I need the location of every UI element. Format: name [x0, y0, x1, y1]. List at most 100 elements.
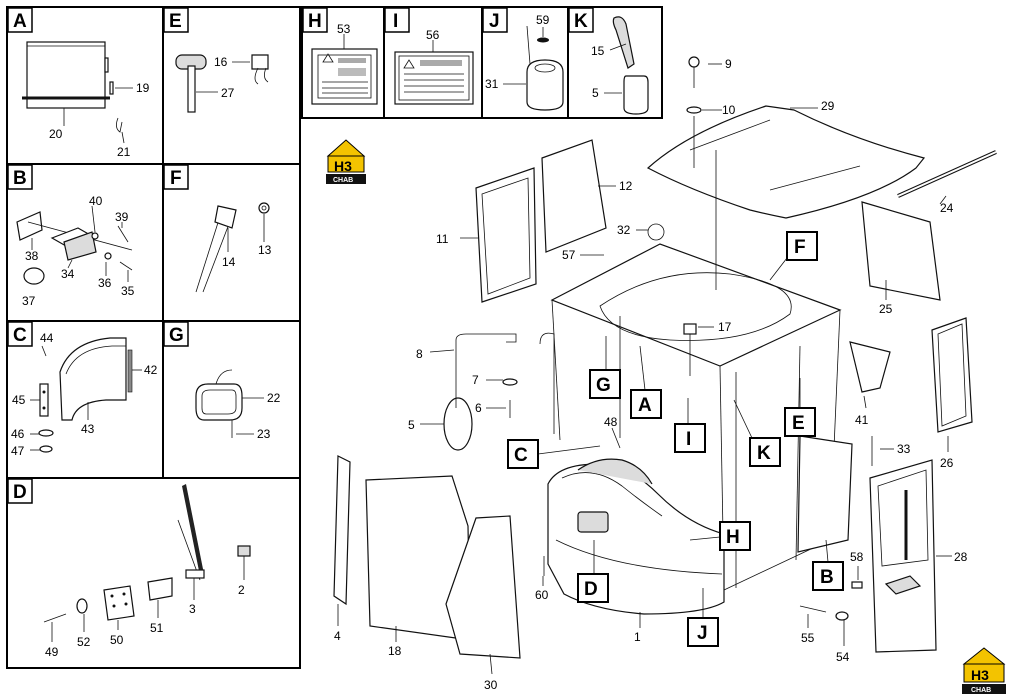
- label-4: 4: [334, 629, 341, 643]
- callout-J: J: [697, 623, 708, 644]
- label-57: 57: [562, 248, 576, 262]
- label-35: 35: [121, 284, 135, 298]
- label-5: 5: [592, 86, 599, 100]
- main-cab-assembly: 9 10 29 12 11 32 57 24 25 17 8 7 6 5 48 …: [333, 56, 997, 692]
- label-2: 2: [238, 583, 245, 597]
- label-11: 11: [436, 232, 449, 246]
- label-14: 14: [222, 255, 236, 269]
- label-3: 3: [189, 602, 196, 616]
- label-58: 58: [850, 550, 864, 564]
- label-41: 41: [855, 413, 869, 427]
- panel-letter-tags: A E H I J K B F C G D: [7, 7, 594, 504]
- label-25: 25: [879, 302, 893, 316]
- label-13: 13: [258, 243, 272, 257]
- panel-A-letter: A: [13, 11, 27, 32]
- panel-frames: [6, 6, 663, 669]
- label-21: 21: [117, 145, 131, 159]
- label-42: 42: [144, 363, 158, 377]
- label-47: 47: [11, 444, 25, 458]
- panel-G-mirror: 22 23: [195, 369, 281, 441]
- label-59: 59: [536, 13, 550, 27]
- label-17: 17: [718, 320, 732, 334]
- label-49: 49: [45, 645, 59, 659]
- panel-J-bottle: 59 31: [485, 13, 564, 111]
- callout-C: C: [514, 445, 528, 466]
- logo-corner: H3 CHAB: [962, 647, 1006, 694]
- label-52: 52: [77, 635, 91, 649]
- panel-J-letter: J: [489, 11, 500, 32]
- label-56: 56: [426, 28, 440, 42]
- panel-B-brackets: 40 39 38 34 37 36 35: [16, 194, 135, 308]
- panel-F-wiper-arm: 13 14: [195, 202, 272, 293]
- panel-K-lever: 15 5: [591, 16, 649, 115]
- label-46: 46: [11, 427, 25, 441]
- label-29: 29: [821, 99, 835, 113]
- label-6: 6: [475, 401, 482, 415]
- label-36: 36: [98, 276, 112, 290]
- label-34: 34: [61, 267, 75, 281]
- label-12: 12: [619, 179, 633, 193]
- panel-D-wiper: 2 3 49 52 50 51: [43, 484, 251, 659]
- label-15: 15: [591, 44, 605, 58]
- logo-corner-caption: CHAB: [971, 687, 991, 694]
- label-31: 31: [485, 77, 499, 91]
- label-8: 8: [416, 347, 423, 361]
- label-30: 30: [484, 678, 498, 692]
- logo-mid-mark: H3: [334, 158, 352, 174]
- label-37: 37: [22, 294, 36, 308]
- callout-A: A: [638, 395, 652, 416]
- label-53: 53: [337, 22, 351, 36]
- label-19: 19: [136, 81, 150, 95]
- label-18: 18: [388, 644, 402, 658]
- callout-I: I: [686, 429, 691, 450]
- label-45: 45: [12, 393, 26, 407]
- panel-K-letter: K: [574, 11, 588, 32]
- label-9: 9: [725, 57, 732, 71]
- panel-D-letter: D: [13, 482, 27, 503]
- label-28: 28: [954, 550, 968, 564]
- label-26: 26: [940, 456, 954, 470]
- panel-B-letter: B: [13, 168, 27, 189]
- label-39: 39: [115, 210, 129, 224]
- panel-E-hammer-hook: 16 27: [175, 54, 269, 113]
- logo-mid: H3 CHAB: [326, 139, 366, 184]
- label-44: 44: [40, 331, 54, 345]
- callout-H: H: [726, 527, 740, 548]
- label-43: 43: [81, 422, 95, 436]
- label-51: 51: [150, 621, 164, 635]
- label-22: 22: [267, 391, 281, 405]
- label-54: 54: [836, 650, 850, 664]
- panel-C-letter: C: [13, 325, 27, 346]
- panel-G-letter: G: [169, 325, 184, 346]
- label-60: 60: [535, 588, 549, 602]
- panel-H-letter: H: [308, 11, 322, 32]
- label-32: 32: [617, 223, 631, 237]
- callout-G: G: [596, 375, 611, 396]
- main-callouts: F G A I E K C H D B J: [507, 231, 844, 647]
- panel-A-sunshade: 19 20 21: [22, 41, 150, 159]
- callout-E: E: [792, 413, 805, 434]
- panel-H-decal: 53: [311, 22, 378, 105]
- label-48: 48: [604, 415, 618, 429]
- label-55: 55: [801, 631, 815, 645]
- label-38: 38: [25, 249, 39, 263]
- label-5-main: 5: [408, 418, 415, 432]
- label-10: 10: [722, 103, 736, 117]
- label-1: 1: [634, 630, 641, 644]
- panel-F-letter: F: [170, 168, 182, 189]
- label-7: 7: [472, 373, 479, 387]
- logo-mid-caption: CHAB: [333, 177, 353, 184]
- label-23: 23: [257, 427, 271, 441]
- label-16: 16: [214, 55, 228, 69]
- label-20: 20: [49, 127, 63, 141]
- callout-F: F: [794, 237, 806, 258]
- callout-K: K: [757, 443, 771, 464]
- panel-C-cover: 44 42 45 43 46 47: [11, 331, 158, 458]
- label-40: 40: [89, 194, 103, 208]
- panel-I-decal: 56: [394, 28, 474, 105]
- logo-corner-mark: H3: [971, 667, 989, 683]
- callout-D: D: [584, 579, 598, 600]
- panel-E-letter: E: [169, 11, 182, 32]
- label-50: 50: [110, 633, 124, 647]
